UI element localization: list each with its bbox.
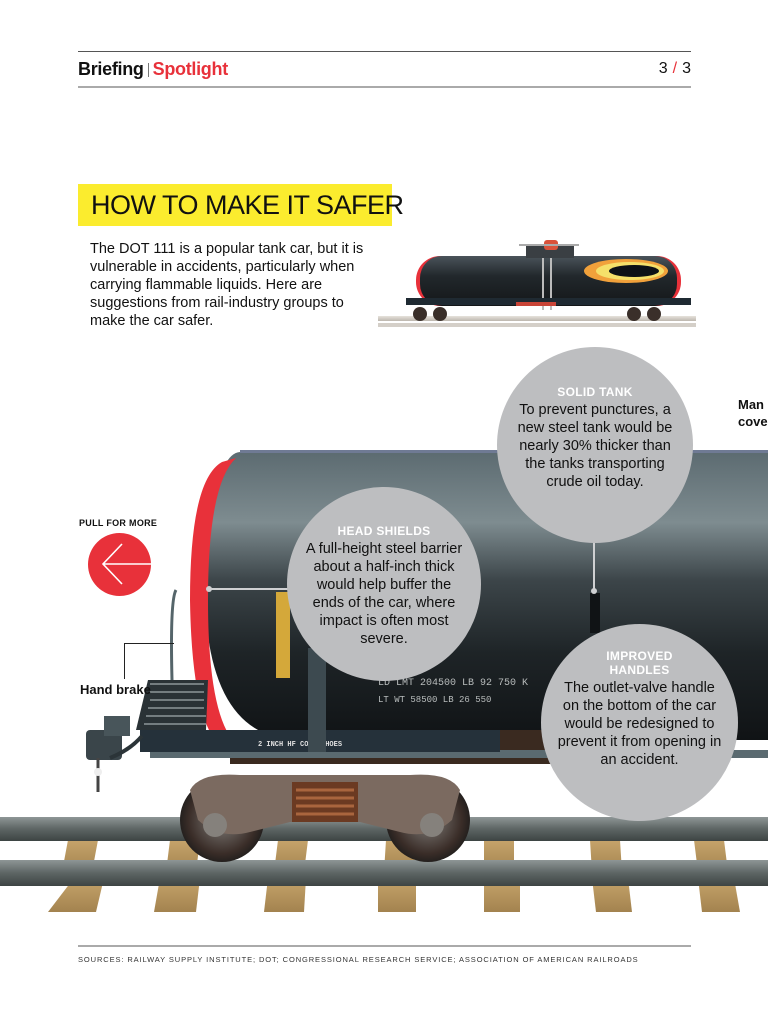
callout-heading: HEAD SHIELDS (337, 524, 431, 538)
tank-car-thumbnail (378, 240, 696, 327)
head-shields-leader (209, 588, 291, 590)
callout-body: The outlet-valve handle on the bottom of… (557, 680, 722, 768)
solid-tank-leader-dot (591, 588, 597, 594)
callout-body: A full-height steel barrier about a half… (305, 541, 463, 647)
callout-head-shields: HEAD SHIELDS A full-height steel barrier… (287, 487, 481, 681)
callout-body: To prevent punctures, a new steel tank w… (517, 402, 673, 490)
subsection-name: Spotlight (152, 59, 229, 79)
section-divider (147, 62, 149, 77)
pull-for-more-button[interactable] (88, 533, 151, 596)
valve-handle (590, 593, 600, 633)
pull-for-more-label: PULL FOR MORE (79, 518, 158, 528)
header-rule-top (78, 51, 691, 52)
manway-label-line1: Man (738, 397, 764, 412)
load-limit-marking: LD LMT 204500 LB 92 750 K (378, 678, 528, 689)
rails (0, 817, 768, 886)
section-brand: Briefing Spotlight (78, 59, 228, 80)
bogie (180, 774, 470, 862)
thumbnail-track (378, 316, 696, 327)
section-name: Briefing (78, 59, 144, 79)
footer-rule (78, 945, 691, 947)
outlet-valve-pipe (308, 648, 326, 752)
callout-heading: IMPROVED HANDLES (606, 649, 673, 677)
page-slash: / (672, 60, 678, 77)
callout-improved-handles: IMPROVED HANDLES The outlet-valve handle… (541, 624, 738, 821)
hand-brake-leader-v (124, 643, 125, 679)
thumbnail-trucks (413, 307, 661, 321)
hand-brake-leader-h (124, 643, 174, 644)
callout-solid-tank: SOLID TANK To prevent punctures, a new s… (497, 347, 693, 543)
arrow-left-icon (101, 543, 151, 585)
intro-text: The DOT 111 is a popular tank car, but i… (90, 241, 364, 329)
shoes-marking: 2 INCH HF COMP SHOES (258, 741, 342, 749)
sources-credit: SOURCES: RAILWAY SUPPLY INSTITUTE; DOT; … (78, 955, 639, 964)
page-title: HOW TO MAKE IT SAFER (91, 190, 404, 220)
thumbnail-tank (406, 240, 691, 310)
header-rule-bottom (78, 86, 691, 88)
head-shields-leader-dot (206, 586, 212, 592)
title-highlight: HOW TO MAKE IT SAFER (78, 184, 404, 226)
manway-label-line2: cove (738, 414, 768, 429)
solid-tank-leader (593, 540, 595, 592)
callout-heading: SOLID TANK (557, 385, 633, 399)
page-current: 3 (658, 60, 668, 77)
page-total: 3 (682, 60, 691, 77)
light-weight-marking: LT WT 58500 LB 26 550 (378, 695, 491, 705)
hand-brake-label: Hand brake (80, 682, 151, 697)
page-indicator: 3/3 (659, 60, 691, 78)
manway-cover-label: Man cove (738, 396, 768, 430)
